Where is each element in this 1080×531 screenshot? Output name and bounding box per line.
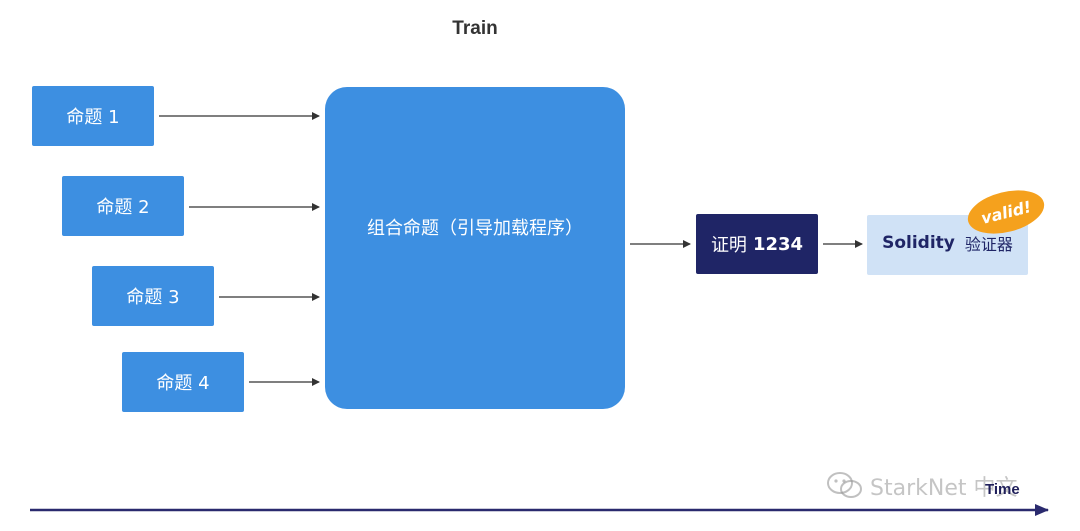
watermark: StarkNet 中文 bbox=[826, 470, 1017, 502]
combined-proposition-box: 组合命题（引导加载程序） bbox=[325, 87, 625, 409]
wechat-icon bbox=[826, 471, 864, 501]
proof-box: 证明 1234 bbox=[696, 214, 818, 274]
verifier-name: Solidity bbox=[882, 233, 955, 253]
proposition-box-4: 命题 4 bbox=[122, 352, 244, 412]
watermark-text: StarkNet 中文 bbox=[870, 476, 1018, 501]
proof-prefix: 证明 bbox=[710, 235, 747, 256]
combined-proposition-label: 组合命题（引导加载程序） bbox=[367, 218, 583, 239]
diagram-title: Train bbox=[452, 18, 498, 39]
proposition-box-3: 命题 3 bbox=[92, 266, 214, 326]
verifier-suffix: 验证器 bbox=[964, 235, 1013, 254]
time-label: Time bbox=[985, 481, 1020, 498]
proposition-box-1: 命题 1 bbox=[32, 86, 154, 146]
proposition-box-2: 命题 2 bbox=[62, 176, 184, 236]
proof-number: 1234 bbox=[752, 233, 804, 255]
